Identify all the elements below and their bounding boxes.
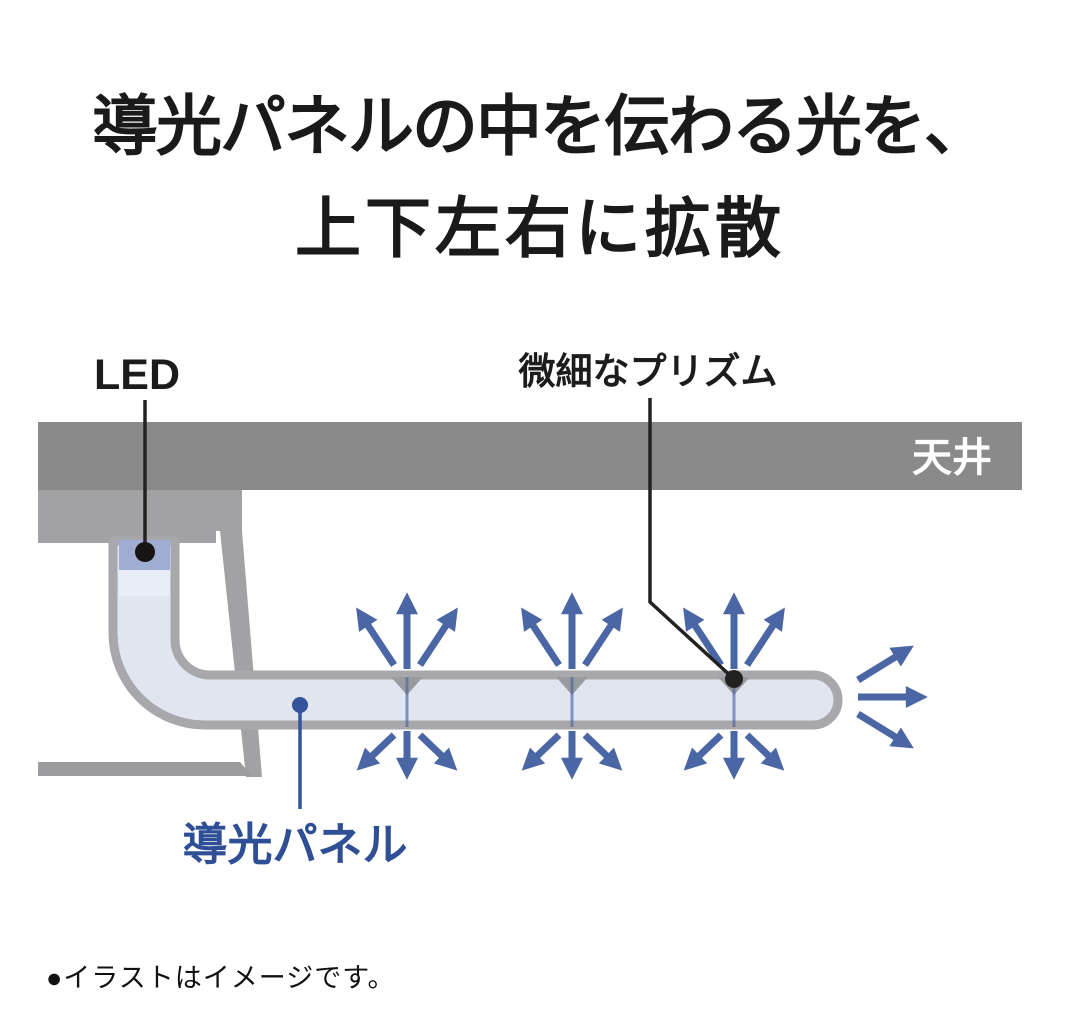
- light-arrow-down-right: [582, 732, 623, 771]
- fixture-bottom-trim: [38, 762, 252, 776]
- light-arrow-up-left: [356, 607, 397, 667]
- page-title-line1: 導光パネルの中を伝わる光を、: [92, 89, 990, 163]
- disclaimer-note: ●イラストはイメージです。: [46, 963, 396, 993]
- light-arrow-down-left: [356, 732, 397, 771]
- page-title-line2: 上下左右に拡散: [295, 191, 785, 265]
- panel-leader-dot: [292, 697, 308, 713]
- led-glow: [119, 570, 170, 596]
- edge-light-arrows: [856, 645, 928, 749]
- ceiling-bar: [38, 422, 1022, 490]
- panel-label: 導光パネル: [182, 819, 407, 870]
- light-arrow-up-right: [856, 645, 914, 683]
- light-arrow-up-left: [683, 607, 724, 667]
- fixture-side-trim: [220, 531, 262, 777]
- light-arrow-down-right: [417, 732, 458, 771]
- light-arrow-up-right: [744, 607, 785, 667]
- led-leader-dot: [135, 542, 155, 562]
- page-title: 導光パネルの中を伝わる光を、 上下左右に拡散: [0, 74, 1080, 278]
- light-arrow-down-right: [744, 732, 785, 771]
- light-arrow-down-left: [521, 732, 562, 771]
- prism-leader-line: [648, 398, 736, 681]
- prism-label: 微細なプリズム: [518, 350, 778, 392]
- fixture-mount-block: [38, 490, 242, 543]
- light-arrow-down-left: [683, 732, 724, 771]
- ceiling-label: 天井: [912, 436, 992, 480]
- prism-leader-dot: [725, 670, 743, 688]
- light-arrow-up-left: [521, 607, 562, 667]
- light-guide-panel: [108, 536, 843, 730]
- light-arrow-up-right: [417, 607, 458, 667]
- light-diffusion-arrows: [521, 592, 623, 780]
- led-label: LED: [94, 351, 180, 399]
- light-diffusion-arrows: [356, 592, 458, 780]
- light-arrow-down-right: [856, 711, 914, 749]
- light-arrow-up-right: [582, 607, 623, 667]
